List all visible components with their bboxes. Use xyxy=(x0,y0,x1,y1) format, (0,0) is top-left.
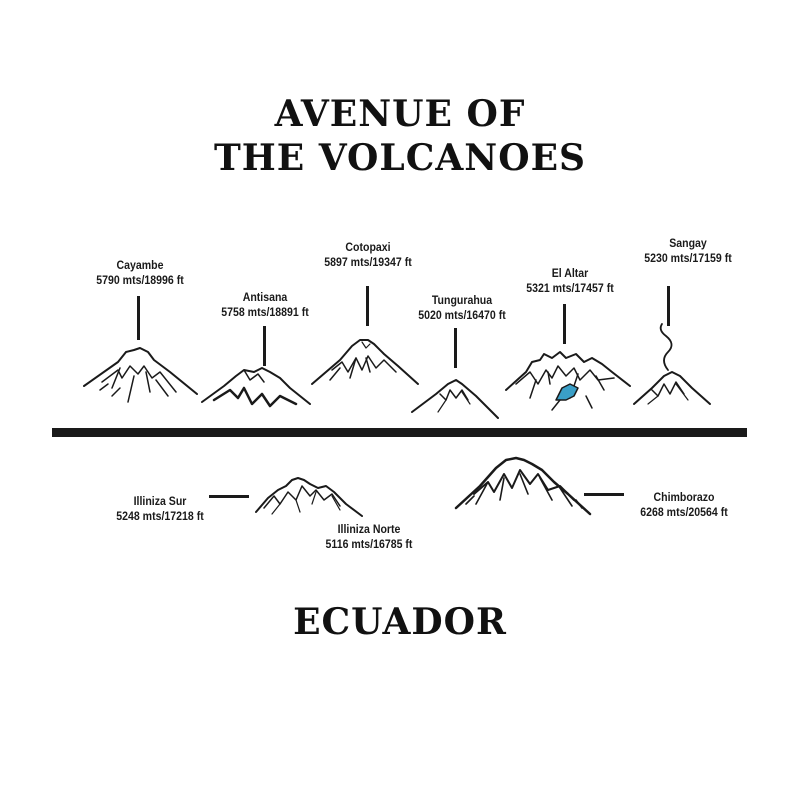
label-tungurahua: Tungurahua 5020 mts/16470 ft xyxy=(409,293,515,323)
leader-illiniza-sur xyxy=(209,495,249,498)
illiniza-norte-name: Illiniza Norte xyxy=(337,522,401,536)
illinizas-mountains xyxy=(255,477,363,517)
label-antisana: Antisana 5758 mts/18891 ft xyxy=(212,290,318,320)
label-illiniza-sur: Illiniza Sur 5248 mts/17218 ft xyxy=(107,494,213,524)
label-illiniza-norte: Illiniza Norte 5116 mts/16785 ft xyxy=(312,522,426,552)
sangay-smoke xyxy=(659,323,673,371)
illiniza-sur-height: 5248 mts/17218 ft xyxy=(116,509,204,523)
chimborazo-name: Chimborazo xyxy=(653,490,715,504)
leader-chimborazo xyxy=(584,493,624,496)
tungurahua-name: Tungurahua xyxy=(431,293,493,307)
label-sangay: Sangay 5230 mts/17159 ft xyxy=(635,236,741,266)
leader-antisana xyxy=(263,326,266,366)
label-cayambe: Cayambe 5790 mts/18996 ft xyxy=(87,258,193,288)
illiniza-sur-name: Illiniza Sur xyxy=(133,494,187,508)
antisana-height: 5758 mts/18891 ft xyxy=(221,305,309,319)
leader-tungurahua xyxy=(454,328,457,368)
chimborazo-height: 6268 mts/20564 ft xyxy=(640,505,728,519)
label-cotopaxi: Cotopaxi 5897 mts/19347 ft xyxy=(315,240,421,270)
label-chimborazo: Chimborazo 6268 mts/20564 ft xyxy=(631,490,737,520)
label-el-altar: El Altar 5321 mts/17457 ft xyxy=(517,266,623,296)
tungurahua-height: 5020 mts/16470 ft xyxy=(418,308,506,322)
cotopaxi-mountain xyxy=(311,339,419,385)
cotopaxi-name: Cotopaxi xyxy=(345,240,391,254)
sangay-name: Sangay xyxy=(669,236,707,250)
leader-sangay xyxy=(667,286,670,326)
sangay-height: 5230 mts/17159 ft xyxy=(644,251,732,265)
leader-el-altar xyxy=(563,304,566,344)
country-name: ECUADOR xyxy=(293,601,507,643)
el-altar-name: El Altar xyxy=(551,266,589,280)
title-line-2: THE VOLCANOES xyxy=(213,137,587,179)
sangay-mountain xyxy=(633,323,711,405)
tungurahua-mountain xyxy=(411,379,499,419)
cayambe-mountain xyxy=(83,347,198,403)
cotopaxi-height: 5897 mts/19347 ft xyxy=(324,255,412,269)
title-line-1: AVENUE OF xyxy=(274,93,526,135)
leader-cayambe xyxy=(137,296,140,340)
ground-divider xyxy=(52,428,747,437)
antisana-name: Antisana xyxy=(242,290,288,304)
el-altar-mountain xyxy=(505,351,631,411)
cayambe-height: 5790 mts/18996 ft xyxy=(96,273,184,287)
el-altar-height: 5321 mts/17457 ft xyxy=(526,281,614,295)
leader-cotopaxi xyxy=(366,286,369,326)
el-altar-lagoon xyxy=(555,383,579,401)
illiniza-norte-height: 5116 mts/16785 ft xyxy=(325,537,413,551)
cayambe-name: Cayambe xyxy=(116,258,164,272)
antisana-mountain xyxy=(201,367,311,408)
chimborazo-mountain xyxy=(454,456,592,516)
